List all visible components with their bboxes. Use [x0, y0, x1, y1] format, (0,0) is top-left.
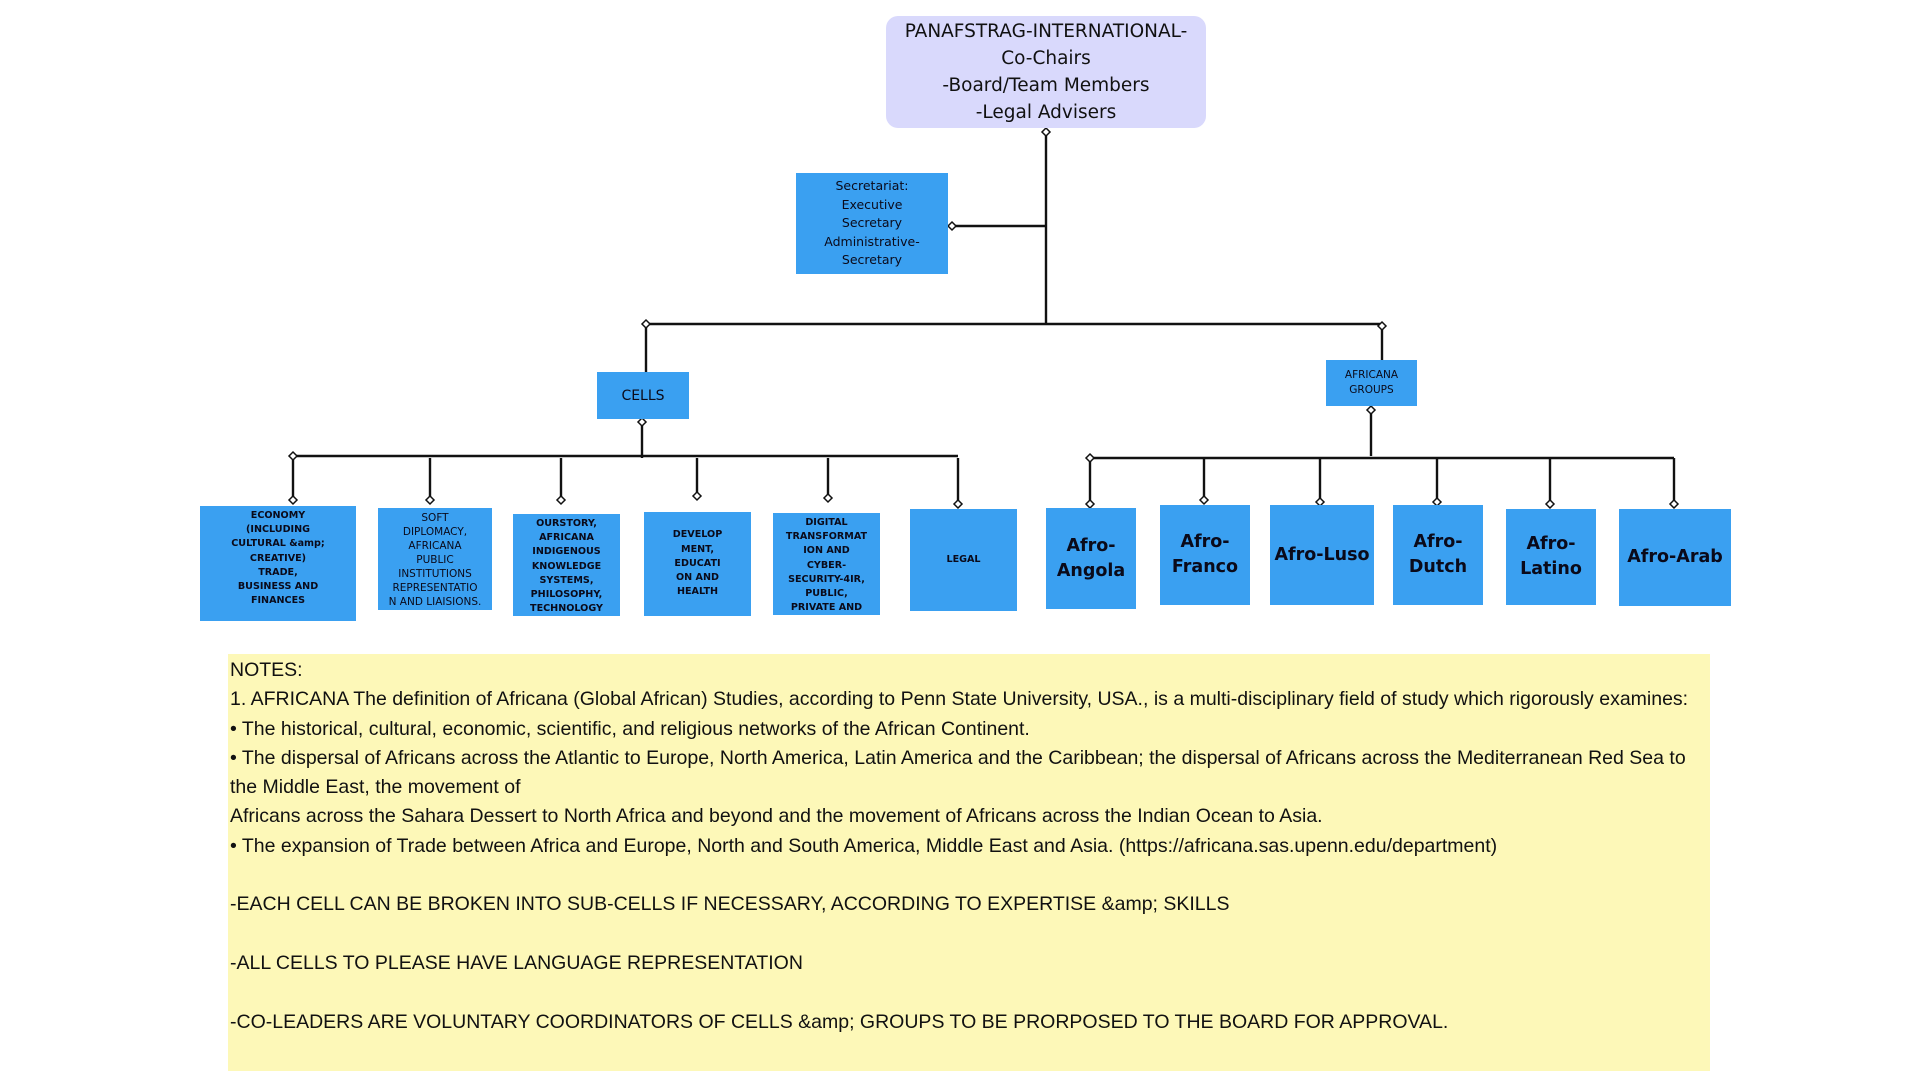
top-line-1: PANAFSTRAG-INTERNATIONAL-: [904, 21, 1188, 42]
cell-legal: LEGAL: [910, 509, 1017, 611]
notes-bullet-2: • The dispersal of Africans across the A…: [230, 746, 1686, 799]
notes-bullet-3: • The expansion of Trade between Africa …: [230, 834, 1498, 857]
group-afro-franco-label: Afro- Franco: [1171, 532, 1239, 577]
notes-item-3: -CO-LEADERS ARE VOLUNTARY COORDINATORS O…: [230, 1010, 1449, 1033]
cell-development: DEVELOP MENT, EDUCATI ON AND HEALTH: [644, 512, 751, 616]
africana-groups-box: AFRICANA GROUPS: [1326, 360, 1417, 406]
cell-development-label: DEVELOP MENT, EDUCATI ON AND HEALTH: [672, 529, 723, 598]
group-afro-dutch: Afro- Dutch: [1393, 505, 1483, 605]
notes-paragraph-1: 1. AFRICANA The definition of Africana (…: [230, 688, 1689, 711]
notes-heading: NOTES:: [230, 659, 303, 681]
notes-panel: NOTES: 1. AFRICANA The definition of Afr…: [228, 654, 1710, 1071]
cell-soft-diplomacy: SOFT DIPLOMACY, AFRICANA PUBLIC INSTITUT…: [378, 508, 492, 610]
notes-spacer: [230, 978, 1708, 1007]
notes-item-1: -EACH CELL CAN BE BROKEN INTO SUB-CELLS …: [230, 893, 1230, 916]
cell-soft-diplomacy-label: SOFT DIPLOMACY, AFRICANA PUBLIC INSTITUT…: [388, 512, 482, 608]
cell-legal-label: LEGAL: [946, 553, 981, 565]
africana-groups-label: AFRICANA GROUPS: [1344, 369, 1399, 396]
top-line-2: Co-Chairs: [1001, 48, 1091, 69]
top-line-3: -Board/Team Members: [942, 75, 1150, 96]
group-afro-angola-label: Afro- Angola: [1056, 535, 1126, 581]
secretariat-line-3: Secretary: [841, 215, 903, 231]
group-afro-latino-label: Afro- Latino: [1520, 534, 1582, 579]
cells-box: CELLS: [597, 372, 689, 419]
group-afro-angola: Afro- Angola: [1046, 508, 1136, 609]
cell-ourstory: OURSTORY, AFRICANA INDIGENOUS KNOWLEDGE …: [513, 514, 620, 616]
notes-bullet-1: • The historical, cultural, economic, sc…: [230, 717, 1030, 740]
group-afro-luso: Afro-Luso: [1270, 505, 1374, 605]
group-afro-luso-label: Afro-Luso: [1274, 544, 1370, 565]
cell-digital-transformation-label: DIGITAL TRANSFORMAT ION AND CYBER- SECUR…: [785, 517, 868, 614]
group-afro-arab: Afro-Arab: [1619, 509, 1731, 606]
cell-digital-transformation: DIGITAL TRANSFORMAT ION AND CYBER- SECUR…: [773, 513, 880, 615]
notes-item-2: -ALL CELLS TO PLEASE HAVE LANGUAGE REPRE…: [230, 951, 803, 974]
group-afro-franco: Afro- Franco: [1160, 505, 1250, 605]
group-afro-arab-label: Afro-Arab: [1627, 547, 1723, 567]
secretariat-box: Secretariat: Executive Secretary Adminis…: [796, 173, 948, 274]
top-line-4: -Legal Advisers: [975, 102, 1117, 123]
secretariat-line-4: Administrative-: [824, 233, 920, 249]
notes-spacer: [230, 920, 1708, 949]
secretariat-line-5: Secretary: [841, 252, 903, 268]
cell-economy: ECONOMY (INCLUDING CULTURAL &amp; CREATI…: [200, 506, 356, 621]
notes-spacer: [230, 861, 1708, 890]
cell-ourstory-label: OURSTORY, AFRICANA INDIGENOUS KNOWLEDGE …: [530, 518, 603, 615]
notes-bullet-2-continued: Africans across the Sahara Dessert to No…: [230, 805, 1323, 828]
secretariat-line-1: Secretariat:: [835, 178, 909, 194]
secretariat-line-2: Executive: [841, 196, 903, 212]
group-afro-dutch-label: Afro- Dutch: [1408, 532, 1468, 577]
group-afro-latino: Afro- Latino: [1506, 509, 1596, 605]
cell-economy-label: ECONOMY (INCLUDING CULTURAL &amp; CREATI…: [231, 510, 325, 607]
top-leadership-box: PANAFSTRAG-INTERNATIONAL- Co-Chairs -Boa…: [886, 16, 1206, 128]
cells-label: CELLS: [621, 387, 665, 404]
